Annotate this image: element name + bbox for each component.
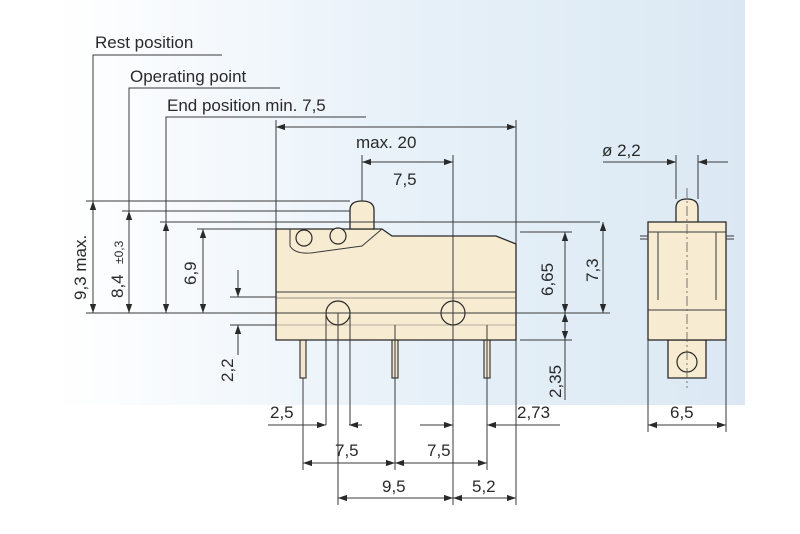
switch-end-view — [603, 155, 734, 432]
label-height-8-4-tolerance: ±0,3 — [112, 240, 126, 264]
label-height-6-65: 6,65 — [538, 263, 557, 296]
label-max-width: max. 20 — [356, 133, 416, 152]
label-operating-point: Operating point — [130, 67, 247, 86]
label-distance-9-5: 9,5 — [382, 477, 406, 496]
label-distance-2-73: 2,73 — [517, 403, 550, 422]
background-panel — [55, 0, 745, 405]
side-dimensions — [86, 54, 610, 505]
pin-left — [299, 339, 307, 379]
label-distance-7-5-right: 7,5 — [427, 441, 451, 460]
actuator-plunger — [349, 200, 375, 230]
label-height-2-35: 2,35 — [546, 365, 565, 398]
label-height-8-4: 8,4 — [108, 274, 127, 298]
dimension-labels: Rest position Operating point End positi… — [71, 33, 694, 496]
label-height-6-9: 6,9 — [181, 261, 200, 285]
label-height-2-2: 2,2 — [218, 358, 237, 382]
label-end-position: End position min. 7,5 — [167, 96, 326, 115]
label-width-6-5: 6,5 — [670, 403, 694, 422]
label-height-9-3: 9,3 max. — [71, 235, 90, 300]
label-diameter: ø 2,2 — [602, 141, 641, 160]
label-rest-position: Rest position — [95, 33, 193, 52]
label-distance-7-5-left: 7,5 — [335, 441, 359, 460]
label-height-7-3: 7,3 — [583, 258, 602, 282]
label-distance-5-2: 5,2 — [472, 477, 496, 496]
pivot-hole-right — [329, 227, 347, 245]
pivot-hole-left — [295, 229, 313, 247]
switch-side-view — [275, 200, 517, 379]
label-actuator-offset: 7,5 — [393, 170, 417, 189]
label-distance-2-5: 2,5 — [270, 403, 294, 422]
switch-body — [275, 228, 517, 341]
